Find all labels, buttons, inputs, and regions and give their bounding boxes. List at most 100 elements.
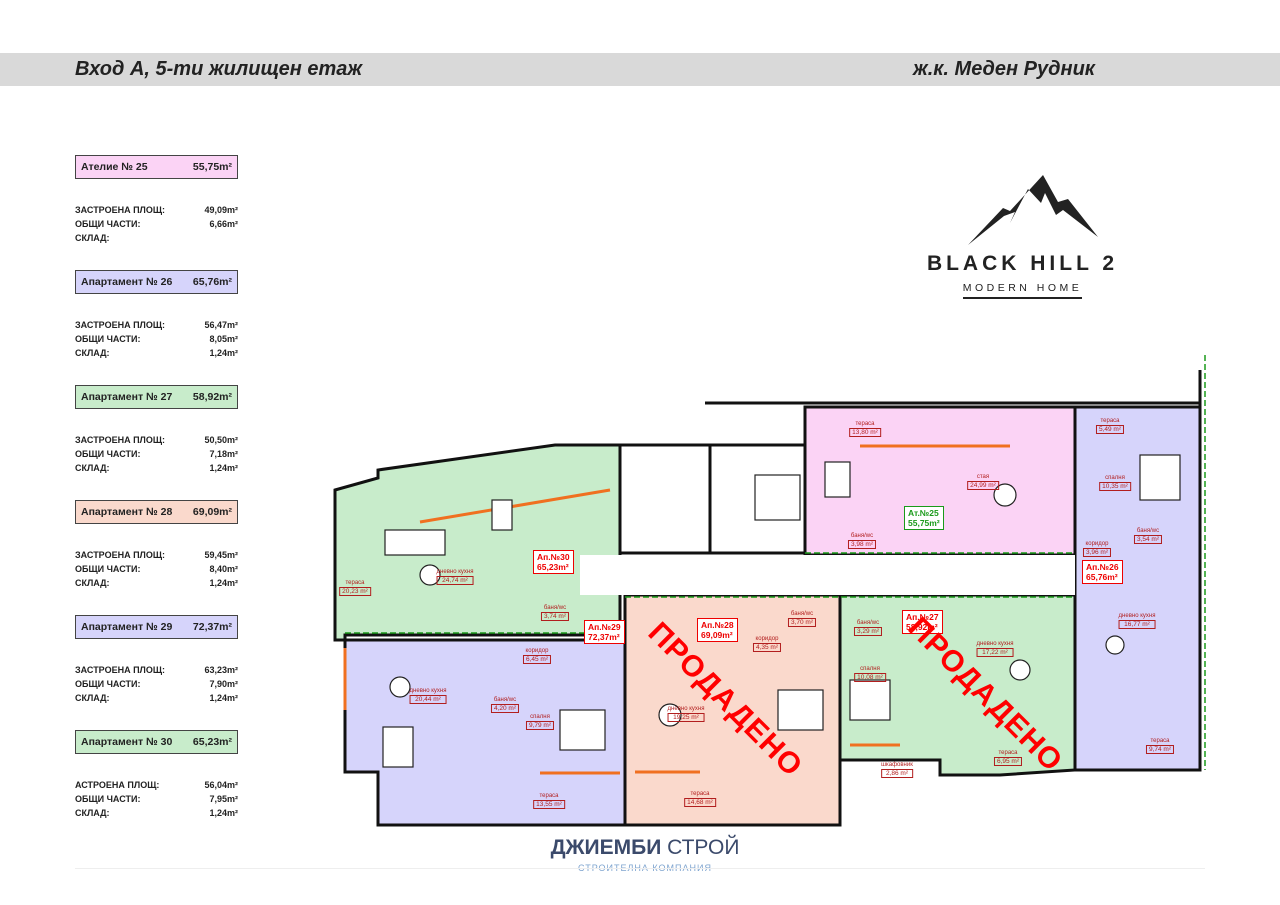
room-name: баня/wc [543,605,567,611]
room-area: 3,96 m² [1082,548,1112,557]
apartment-number: Ап.№26 [1086,562,1119,572]
apartment-area: 58,92m² [906,622,938,632]
stat-value: 7,18m² [209,449,238,459]
room-name: тераса [1100,418,1120,424]
stat-row: ОБЩИ ЧАСТИ:8,40m² [75,562,238,576]
room-name: коридор [1085,541,1109,547]
room-name: шкафовник [881,762,913,768]
stat-row: ОБЩИ ЧАСТИ:7,18m² [75,447,238,461]
stat-row: СКЛАД: 1,24m² [75,806,238,820]
room-name: дневно кухня [409,688,447,694]
stat-label: ОБЩИ ЧАСТИ: [75,219,141,229]
room-area: 2,86 m² [881,769,913,778]
stat-label: ОБЩИ ЧАСТИ: [75,564,141,574]
room-name: тераса [1150,738,1170,744]
unit-area: 65,23m² [192,736,232,748]
unit-stats: ЗАСТРОЕНА ПЛОЩ: 50,50m² ОБЩИ ЧАСТИ:7,18m² С… [75,433,238,475]
stat-value: 50,50m² [204,435,238,445]
stat-label: СКЛАД: [75,693,110,703]
stat-label: СКЛАД: [75,808,110,818]
apartment-27-area [838,593,1077,777]
stat-value: 7,90m² [209,679,238,689]
developer-name: СТРОЙ [667,836,740,859]
stat-row: ЗАСТРОЕНА ПЛОЩ:63,23m² [75,663,238,677]
room-area: 16,77 m² [1118,620,1156,629]
apartment-area: 72,37m² [588,632,620,642]
stat-value: 56,04m² [204,780,238,790]
room-area: 10,08 m² [854,673,886,682]
room-area: 14,68 m² [684,798,716,807]
stat-row: ОБЩИ ЧАСТИ:7,95m² [75,792,238,806]
room-area: 17,22 m² [976,648,1014,657]
unit-name: Ателие № 25 [81,161,148,173]
stat-label: ЗАСТРОЕНА ПЛОЩ: [75,320,166,330]
mountain-icon [967,175,1098,245]
room-area: 4,20 m² [490,704,520,713]
developer-logo: ДЖИЕМБИ СТРОЙ СТРОИТЕЛНА КОМПАНИЯ [540,836,750,873]
stat-label: ЗАСТРОЕНА ПЛОЩ: [75,435,166,445]
room-name: коридор [755,636,779,642]
unit-area: 65,76m² [192,276,232,288]
apartment-area: 55,75m² [908,518,940,528]
stat-label: ЗАСТРОЕНА ПЛОЩ: [75,550,166,560]
room-area: 3,54 m² [1133,535,1163,544]
room-name: баня/wc [790,611,814,617]
footer-divider [75,868,1205,869]
stat-value: 56,47m² [204,320,238,330]
stat-row: ЗАСТРОЕНА ПЛОЩ:59,45m² [75,548,238,562]
stat-label: СКЛАД: [75,463,110,473]
apartment-number: Ап.№30 [537,552,570,562]
apartment-number: Ап.№28 [701,620,734,630]
stat-row: СКЛАД:1,24m² [75,576,238,590]
apartment-number: Ап.№29 [588,622,621,632]
stat-label: ОБЩИ ЧАСТИ: [75,334,141,344]
stat-label: СКЛАД: [75,348,110,358]
unit-name: Апартамент № 29 [81,621,173,633]
stat-row: ОБЩИ ЧАСТИ: 6,66m² [75,217,238,231]
unit-area: 72,37m² [192,621,232,633]
stat-value: 1,24m² [209,808,238,818]
stat-row: ОБЩИ ЧАСТИ:7,90m² [75,677,238,691]
room-name: спалня [860,666,880,672]
room-name: стая [976,474,990,480]
room-name: баня/wc [493,697,517,703]
room-area: 19,25 m² [667,713,705,722]
unit-name: Апартамент № 26 [81,276,173,288]
room-area: 24,99 m² [967,481,999,490]
stat-value: 6,66m² [209,219,238,229]
apartment-number: Ат.№25 [908,508,939,518]
room-area: 4,35 m² [752,643,782,652]
unit-area: 55,75m² [192,161,232,173]
room-name: спалня [1105,475,1125,481]
room-area: 9,74 m² [1145,745,1175,754]
room-area: 3,70 m² [787,618,817,627]
stat-value: 1,24m² [209,463,238,473]
room-name: дневно кухня [667,706,705,712]
room-area: 3,98 m² [847,540,877,549]
stat-label: СКЛАД: [75,233,110,243]
apartment-30-area [333,443,622,642]
stair-core [618,443,712,555]
room-area: 10,35 m² [1099,482,1131,491]
room-area: 20,23 m² [339,587,371,596]
